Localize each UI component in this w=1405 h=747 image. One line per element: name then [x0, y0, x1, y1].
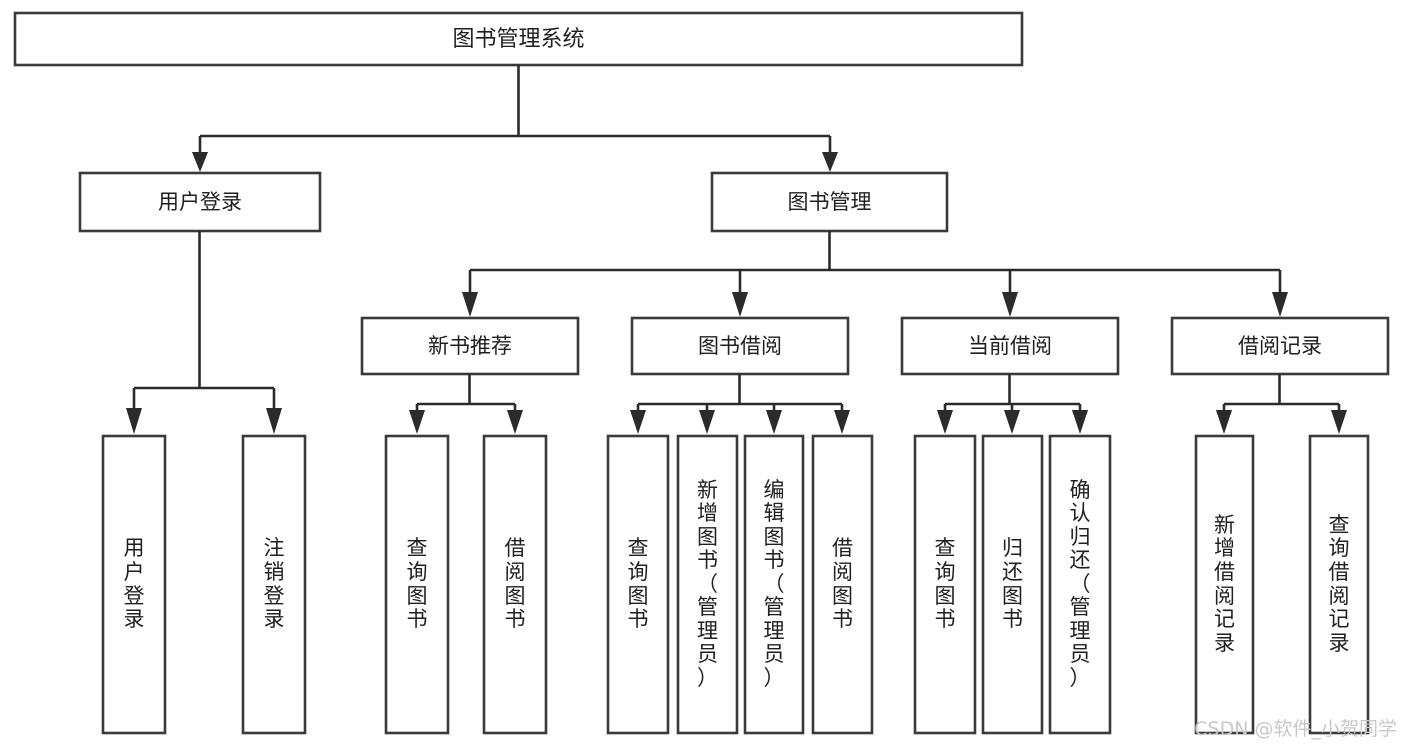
node-label-new-book-recommend: 新书推荐 [428, 334, 512, 358]
node-box-leaf-query-book-3[interactable] [913, 434, 977, 735]
arrow-head-leaf-query-book-2 [630, 410, 646, 434]
connectors-layer [126, 65, 1347, 434]
arrow-head-leaf-edit-book [766, 410, 782, 434]
node-box-current-borrow[interactable] [900, 316, 1120, 376]
node-box-leaf-query-book-1[interactable] [384, 434, 450, 735]
node-label-book-borrow: 图书借阅 [698, 334, 782, 358]
arrow-head-leaf-logout [266, 408, 282, 434]
node-box-leaf-logout[interactable] [241, 434, 307, 735]
node-box-user-login[interactable] [78, 171, 322, 233]
node-label-borrow-record: 借阅记录 [1238, 334, 1322, 358]
arrow-head-borrow-record [1272, 292, 1288, 317]
arrow-head-leaf-add-book [699, 410, 715, 434]
node-label-user-login: 用户登录 [158, 190, 242, 214]
arrow-head-book-borrow [732, 292, 748, 317]
arrow-head-leaf-query-book-1 [409, 410, 425, 434]
arrow-head-leaf-return-book [1004, 410, 1020, 434]
arrow-head-leaf-confirm-return [1072, 410, 1088, 434]
arrow-head-leaf-borrow-book-2 [834, 410, 850, 434]
node-box-leaf-add-book[interactable] [676, 434, 739, 735]
boxes-layer [13, 11, 1390, 735]
node-box-leaf-borrow-book-1[interactable] [482, 434, 548, 735]
node-box-leaf-confirm-return[interactable] [1048, 434, 1112, 735]
watermark-text: CSDN @软件_小贺同学 [1194, 718, 1397, 740]
node-label-current-borrow: 当前借阅 [968, 334, 1052, 358]
node-box-leaf-edit-book[interactable] [743, 434, 805, 735]
node-box-leaf-query-book-2[interactable] [606, 434, 670, 735]
node-label-root: 图书管理系统 [452, 27, 584, 52]
node-box-leaf-return-book[interactable] [981, 434, 1044, 735]
arrow-head-leaf-query-record [1331, 410, 1347, 434]
arrow-head-new-book-recommend [462, 292, 478, 317]
node-box-leaf-query-record[interactable] [1308, 434, 1370, 735]
arrow-head-leaf-add-record [1216, 410, 1232, 434]
node-box-root[interactable] [13, 11, 1024, 67]
node-box-new-book-recommend[interactable] [360, 316, 580, 376]
arrow-head-user-login [192, 152, 208, 172]
node-box-leaf-add-record[interactable] [1194, 434, 1255, 735]
arrow-head-current-borrow [1002, 292, 1018, 317]
arrow-head-leaf-user-login [126, 408, 142, 434]
arrow-head-book-management [822, 152, 838, 172]
arrow-head-leaf-borrow-book-1 [507, 410, 523, 434]
arrow-head-leaf-query-book-3 [937, 410, 953, 434]
node-box-leaf-user-login[interactable] [101, 434, 167, 735]
node-box-leaf-borrow-book-2[interactable] [811, 434, 874, 735]
node-label-book-management: 图书管理 [788, 190, 872, 214]
